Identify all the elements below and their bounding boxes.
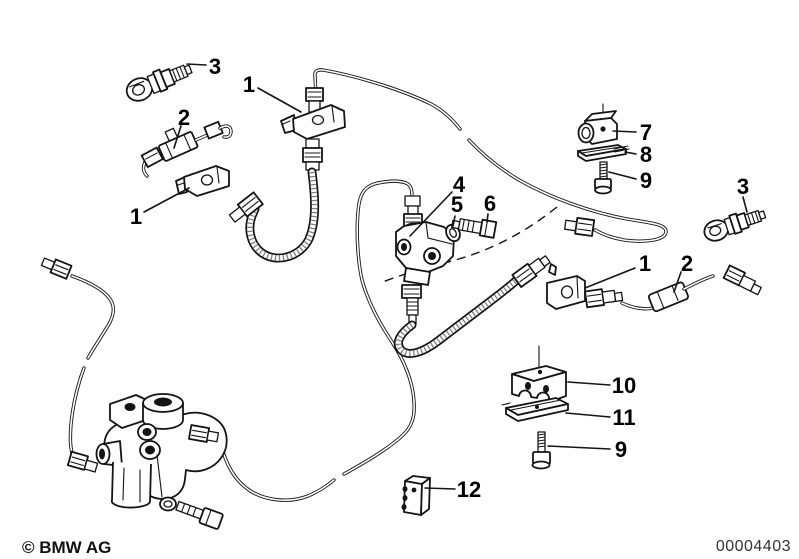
callout-2-front: 2 — [178, 105, 190, 130]
callout-9-lower: 9 — [615, 437, 627, 462]
screw-9-lower — [531, 431, 551, 470]
callout-6: 6 — [484, 191, 496, 216]
pipe-front-to-rear — [313, 68, 668, 243]
callout-8: 8 — [640, 142, 652, 167]
pipe-fitting-lower — [66, 450, 99, 473]
front-pipe-assembly — [140, 120, 233, 197]
regulator-outlet-fitting — [188, 424, 220, 443]
callout-1-rear: 1 — [639, 251, 651, 276]
callout-5: 5 — [451, 192, 463, 217]
callout-11: 11 — [612, 405, 635, 430]
pipe-fitting-upper — [40, 257, 73, 280]
screw-9-upper — [594, 161, 612, 195]
image-number: 00004403 — [716, 538, 791, 555]
callout-3-rear: 3 — [737, 174, 749, 199]
rear-end-fitting — [722, 264, 762, 296]
pipe-nut-small — [203, 120, 224, 140]
rear-hose-fitting — [584, 288, 624, 309]
front-bracket — [175, 165, 230, 197]
front-hose-assembly — [228, 87, 346, 263]
copyright-notice: © BMW AG — [22, 538, 111, 557]
callouts: 3 1 2 1 4 5 6 7 8 9 3 1 2 10 11 9 12 — [130, 54, 749, 502]
callout-1-front-top: 1 — [243, 72, 255, 97]
lower-fitting-stack — [401, 284, 422, 325]
pipe-regulator-to-distributor — [218, 179, 416, 502]
callout-1-front-low: 1 — [130, 204, 142, 229]
pipe-flare-nut — [140, 146, 164, 168]
callout-10: 10 — [612, 373, 636, 398]
callout-12: 12 — [457, 477, 481, 502]
rear-hose-assembly — [546, 263, 762, 313]
hose-end-fitting — [228, 191, 264, 223]
bracket-prong — [548, 263, 557, 276]
pipe-union-nut — [305, 87, 324, 113]
callout-2-rear: 2 — [681, 251, 693, 276]
top-fitting-stack — [403, 195, 423, 227]
assembly-dashed-line — [379, 206, 558, 284]
hose-top-fitting — [302, 138, 323, 171]
front-brake-hose — [245, 167, 320, 263]
hose-bracket-top — [280, 104, 346, 140]
clamp-group-upper — [577, 103, 630, 195]
regulator-bolt — [175, 500, 224, 530]
callout-9-upper: 9 — [640, 168, 652, 193]
cable-clip — [401, 475, 431, 516]
regulator-washer — [159, 496, 177, 512]
front-left-switch — [125, 64, 193, 102]
regulator-assembly — [95, 393, 228, 530]
pipe-clamp-10 — [511, 365, 567, 401]
center-hose-fitting — [511, 255, 551, 288]
callout-7: 7 — [640, 120, 652, 145]
clamp-group-lower — [501, 345, 569, 470]
callout-4: 4 — [453, 172, 466, 197]
rear-right-switch — [703, 209, 767, 242]
hose-clamp-7 — [577, 110, 618, 145]
callout-3-front: 3 — [209, 54, 221, 79]
clamp-plate-8 — [577, 144, 630, 162]
clamp-rail-11 — [501, 397, 569, 422]
pipe-end-fitting — [563, 216, 596, 237]
leader-lines — [143, 63, 748, 490]
center-hose — [393, 255, 551, 358]
rear-bracket — [546, 275, 586, 310]
rear-pipe-union — [647, 281, 689, 313]
pipe-left-front — [40, 257, 115, 473]
